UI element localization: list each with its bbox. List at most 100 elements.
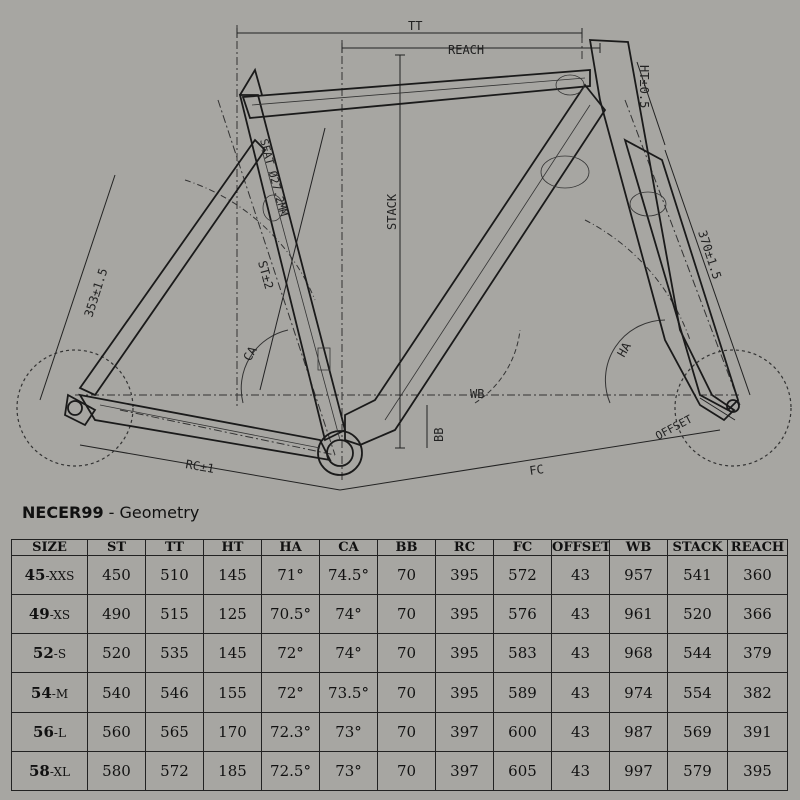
header-cell: REACH [727, 539, 788, 556]
table-cell: 72° [261, 672, 320, 713]
table-cell: 987 [609, 711, 668, 752]
size-cell: 56-L [11, 711, 88, 752]
table-cell: 382 [727, 672, 788, 713]
size-number: 54 [30, 683, 52, 702]
table-cell: 185 [203, 750, 262, 792]
label-tt: TT [408, 19, 422, 33]
size-number: 58 [28, 761, 50, 780]
header-cell: WB [609, 539, 668, 556]
table-cell: 450 [87, 554, 146, 596]
label-ca: CA [240, 343, 260, 363]
label-rake: 370±1.5 [695, 229, 724, 281]
label-st: ST±2 [255, 259, 276, 291]
table-cell: 957 [609, 554, 668, 596]
label-ha: HA [614, 339, 634, 359]
label-rc: RC±1 [184, 457, 215, 476]
table-cell: 579 [667, 750, 728, 792]
geometry-title: NECER99 - Geometry [22, 503, 199, 522]
header-cell: TT [145, 539, 204, 556]
table-cell: 997 [609, 750, 668, 792]
table-cell: 600 [493, 711, 552, 752]
size-label: -M [51, 686, 69, 701]
table-cell: 391 [727, 711, 788, 752]
table-cell: 974 [609, 672, 668, 713]
size-cell: 49-XS [11, 594, 88, 635]
label-stack: STACK [385, 193, 399, 230]
table-cell: 70 [377, 711, 436, 752]
label-chainstay: 353±1.5 [82, 266, 111, 318]
table-cell: 395 [435, 594, 494, 635]
label-wb: WB [470, 387, 484, 401]
table-cell: 73° [319, 711, 378, 752]
table-cell: 397 [435, 711, 494, 752]
table-cell: 145 [203, 633, 262, 674]
table-cell: 379 [727, 633, 788, 674]
table-cell: 155 [203, 672, 262, 713]
header-cell: BB [377, 539, 436, 556]
size-cell: 58-XL [11, 750, 88, 792]
table-cell: 515 [145, 594, 204, 635]
table-cell: 395 [435, 672, 494, 713]
table-cell: 74° [319, 633, 378, 674]
table-cell: 540 [87, 672, 146, 713]
table-cell: 605 [493, 750, 552, 792]
table-cell: 395 [435, 554, 494, 596]
table-cell: 70 [377, 672, 436, 713]
table-cell: 43 [551, 633, 610, 674]
table-cell: 572 [145, 750, 204, 792]
label-ht: HT±0.5 [637, 65, 651, 108]
table-cell: 70 [377, 750, 436, 792]
label-seat: SEAT Ø27.2MM [257, 137, 290, 217]
label-bb: BB [432, 428, 446, 442]
table-cell: 580 [87, 750, 146, 792]
table-cell: 71° [261, 554, 320, 596]
frame-geometry-diagram: TT REACH HT±0.5 STACK SEAT Ø27.2MM ST±2 … [16, 19, 792, 491]
header-cell: OFFSET [551, 539, 610, 556]
front-wheel-circle [674, 349, 792, 467]
table-cell: 395 [435, 633, 494, 674]
table-cell: 72.3° [261, 711, 320, 752]
table-cell: 70 [377, 594, 436, 635]
size-number: 45 [24, 566, 46, 585]
table-header-row: SIZE ST TT HT HA CA BB RC FC OFFSET WB S… [11, 539, 788, 556]
table-cell: 583 [493, 633, 552, 674]
table-cell: 72° [261, 633, 320, 674]
table-cell: 520 [667, 594, 728, 635]
table-cell: 70 [377, 554, 436, 596]
size-label: -XL [49, 764, 70, 779]
table-cell: 73° [319, 750, 378, 792]
table-cell: 74.5° [319, 554, 378, 596]
table-cell: 961 [609, 594, 668, 635]
table-cell: 535 [145, 633, 204, 674]
header-cell: RC [435, 539, 494, 556]
table-cell: 572 [493, 554, 552, 596]
ha-arc [604, 319, 666, 404]
table-cell: 125 [203, 594, 262, 635]
bicycle-frame [64, 39, 740, 476]
table-cell: 546 [145, 672, 204, 713]
label-reach: REACH [448, 43, 484, 57]
table-cell: 554 [667, 672, 728, 713]
ca-arc [240, 329, 289, 404]
table-cell: 544 [667, 633, 728, 674]
geometry-table: SIZE ST TT HT HA CA BB RC FC OFFSET WB S… [11, 539, 788, 792]
table-cell: 43 [551, 594, 610, 635]
table-cell: 576 [493, 594, 552, 635]
header-cell: ST [87, 539, 146, 556]
header-cell: STACK [667, 539, 728, 556]
size-label: -S [53, 647, 67, 662]
header-cell: HA [261, 539, 320, 556]
table-cell: 74° [319, 594, 378, 635]
size-number: 56 [33, 722, 54, 741]
bb-arc [474, 329, 521, 404]
table-cell: 510 [145, 554, 204, 596]
size-cell: 52-S [11, 633, 88, 674]
table-cell: 395 [727, 750, 788, 792]
size-cell: 54-M [11, 672, 88, 713]
table-cell: 968 [609, 633, 668, 674]
table-cell: 72.5° [261, 750, 320, 792]
table-cell: 520 [87, 633, 146, 674]
